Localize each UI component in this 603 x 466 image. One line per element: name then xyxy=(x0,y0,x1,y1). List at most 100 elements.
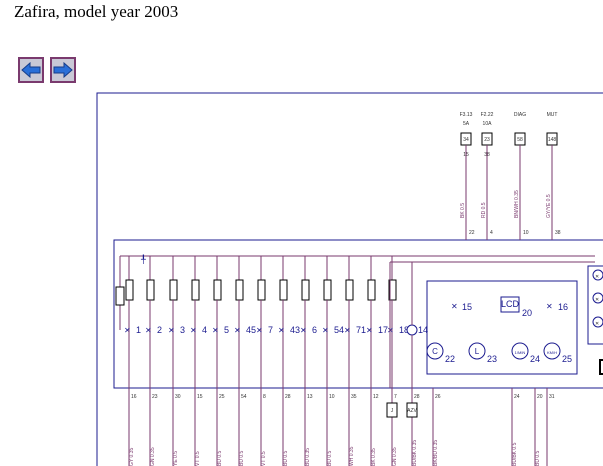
lamp-number: 2 xyxy=(157,325,162,335)
bottom-pin: 30 xyxy=(175,394,181,400)
bottom-box xyxy=(406,402,418,418)
connector-wire-color: GY/YE 0.5 xyxy=(546,194,552,218)
gauge-circle xyxy=(543,342,561,360)
diode-symbol: ✕ xyxy=(234,326,241,335)
lamp-number: 5 xyxy=(224,325,229,335)
bottom-wire-color: WH 0.35 xyxy=(349,446,355,466)
gauge-circle xyxy=(511,342,529,360)
resistor xyxy=(213,279,222,301)
lamp-number: 43 xyxy=(290,325,300,335)
resistor xyxy=(125,279,134,301)
indicator-16-symbol: ✕ xyxy=(546,302,553,311)
connector-label: DIAG xyxy=(514,112,526,118)
resistor xyxy=(367,279,376,301)
connector-num: 10 xyxy=(523,230,529,236)
lamp-number: 1 xyxy=(136,325,141,335)
lamp-number: 7 xyxy=(268,325,273,335)
diagram-frame xyxy=(96,92,603,466)
bottom-pin: 28 xyxy=(285,394,291,400)
gauge-number: 23 xyxy=(487,354,497,364)
connector-label: MUT xyxy=(547,112,558,118)
bottom-wire-color: VT 0.5 xyxy=(261,451,267,466)
back-button[interactable] xyxy=(18,57,44,83)
lamp-14-circle xyxy=(406,324,418,336)
bottom-pin: 26 xyxy=(435,394,441,400)
lamp-number: 3 xyxy=(180,325,185,335)
bottom-wire-color: BU 0.5 xyxy=(239,450,245,466)
bottom-pin: 25 xyxy=(219,394,225,400)
connector-wire-color: BK 0.5 xyxy=(460,203,466,218)
fuse-left xyxy=(115,286,125,306)
diode-symbol: ✕ xyxy=(145,326,152,335)
side-connector xyxy=(599,359,603,375)
lcd-display xyxy=(500,296,520,313)
bottom-wire-color: BK 0.35 xyxy=(371,448,377,466)
bottom-wire-color: BU 0.5 xyxy=(535,450,541,466)
diode-symbol: ✕ xyxy=(322,326,329,335)
connector-box-text: 23 xyxy=(484,137,490,143)
resistor xyxy=(323,279,332,301)
bottom-wire-color: BU 0.5 xyxy=(327,450,333,466)
bottom-pin: 20 xyxy=(537,394,543,400)
bottom-pin: 12 xyxy=(373,394,379,400)
lamp-number: 17 xyxy=(378,325,388,335)
bottom-wire-color: BU 0.5 xyxy=(217,450,223,466)
gauge-number: 25 xyxy=(562,354,572,364)
forward-button[interactable] xyxy=(50,57,76,83)
side-lamp-cross: ✕ xyxy=(595,297,599,303)
lcd-module-box xyxy=(426,280,578,375)
gauge-circle xyxy=(468,342,486,360)
bottom-pin: 7 xyxy=(394,394,397,400)
connector-box-text: 58 xyxy=(517,137,523,143)
diode-symbol: ✕ xyxy=(300,326,307,335)
bottom-box-text: AZV xyxy=(407,408,417,414)
bottom-pin: 23 xyxy=(152,394,158,400)
lamp-number: 18 xyxy=(399,325,409,335)
resistor xyxy=(301,279,310,301)
connector-label: F3.13 xyxy=(460,112,473,118)
indicator-16: 16 xyxy=(558,302,568,312)
lcd-label: LCD xyxy=(501,299,520,309)
diode-symbol: ✕ xyxy=(344,326,351,335)
diode-symbol: ✕ xyxy=(124,326,131,335)
gauge-symbol: 1/MIN xyxy=(515,350,526,355)
page-title: Zafira, model year 2003 xyxy=(14,2,179,21)
bottom-pin: 13 xyxy=(307,394,313,400)
bottom-box-text: J xyxy=(391,408,394,414)
diode-symbol: ✕ xyxy=(168,326,175,335)
ground-symbol: ╀ xyxy=(140,254,146,264)
cluster-frame xyxy=(113,239,603,389)
connector-num: 38 xyxy=(555,230,561,236)
diode-symbol: ✕ xyxy=(256,326,263,335)
bottom-wire-color: BU/BK 0.5 xyxy=(512,442,518,466)
side-module-box xyxy=(587,265,603,345)
bottom-wire-color: GY 0.35 xyxy=(129,448,135,466)
lamp-number: 45 xyxy=(246,325,256,335)
lamp-number: 54 xyxy=(334,325,344,335)
gauge-symbol: KM/H xyxy=(547,350,557,355)
gauge-number: 22 xyxy=(445,354,455,364)
side-lamp-cross: ✕ xyxy=(595,321,599,327)
bottom-pin: 54 xyxy=(241,394,247,400)
bottom-wire-color: GN 0.35 xyxy=(150,447,156,466)
bottom-pin: 10 xyxy=(329,394,335,400)
bottom-pin: 8 xyxy=(263,394,266,400)
resistor xyxy=(146,279,155,301)
bottom-pin: 15 xyxy=(197,394,203,400)
resistor xyxy=(257,279,266,301)
resistor xyxy=(345,279,354,301)
connector-num: 4 xyxy=(490,230,493,236)
bottom-wire-color: BU/BK 0.35 xyxy=(412,440,418,466)
bottom-wire-color: GN 0.35 xyxy=(392,447,398,466)
gauge-symbol: L xyxy=(475,347,480,356)
indicator-15-symbol: ✕ xyxy=(451,302,458,311)
gauge-circle xyxy=(426,342,444,360)
diode-symbol: ✕ xyxy=(190,326,197,335)
bottom-wire-color: BU 0.35 xyxy=(305,448,311,466)
bottom-wire-color: BU 0.5 xyxy=(283,450,289,466)
diode-symbol: ✕ xyxy=(366,326,373,335)
bottom-wire-color: BK/BU 0.35 xyxy=(433,440,439,466)
bottom-box xyxy=(386,402,398,418)
connector-wire-color: BN/WH 0.35 xyxy=(514,190,520,218)
